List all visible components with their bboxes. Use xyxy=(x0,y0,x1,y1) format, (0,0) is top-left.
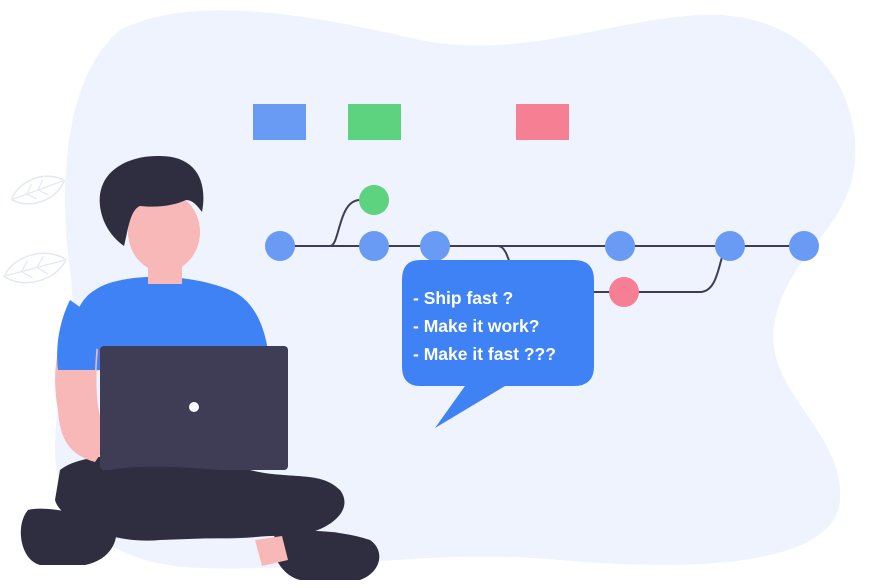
bubble-line-ship-fast: - Ship fast ? xyxy=(413,288,514,308)
laptop-logo xyxy=(189,402,199,412)
commit-node xyxy=(605,231,635,261)
speech-bubble xyxy=(402,260,594,428)
speech-bubble-text: - Ship fast ? - Make it work? - Make it … xyxy=(413,284,593,368)
bubble-line-make-it-work: - Make it work? xyxy=(413,316,540,336)
legend-rect-feature xyxy=(348,104,401,140)
commit-node xyxy=(715,231,745,261)
hotfix-commit-node xyxy=(609,277,639,307)
legend-rect-hotfix xyxy=(516,104,569,140)
commit-node xyxy=(420,231,450,261)
commit-node xyxy=(359,231,389,261)
bubble-line-make-it-fast: - Make it fast ??? xyxy=(413,344,556,364)
commit-node xyxy=(789,231,819,261)
feature-commit-node xyxy=(359,185,389,215)
legend-rect-main xyxy=(253,104,306,140)
leaf-icon xyxy=(3,252,67,284)
commit-node xyxy=(265,231,295,261)
person xyxy=(20,155,380,580)
leaf-icon xyxy=(10,175,66,205)
